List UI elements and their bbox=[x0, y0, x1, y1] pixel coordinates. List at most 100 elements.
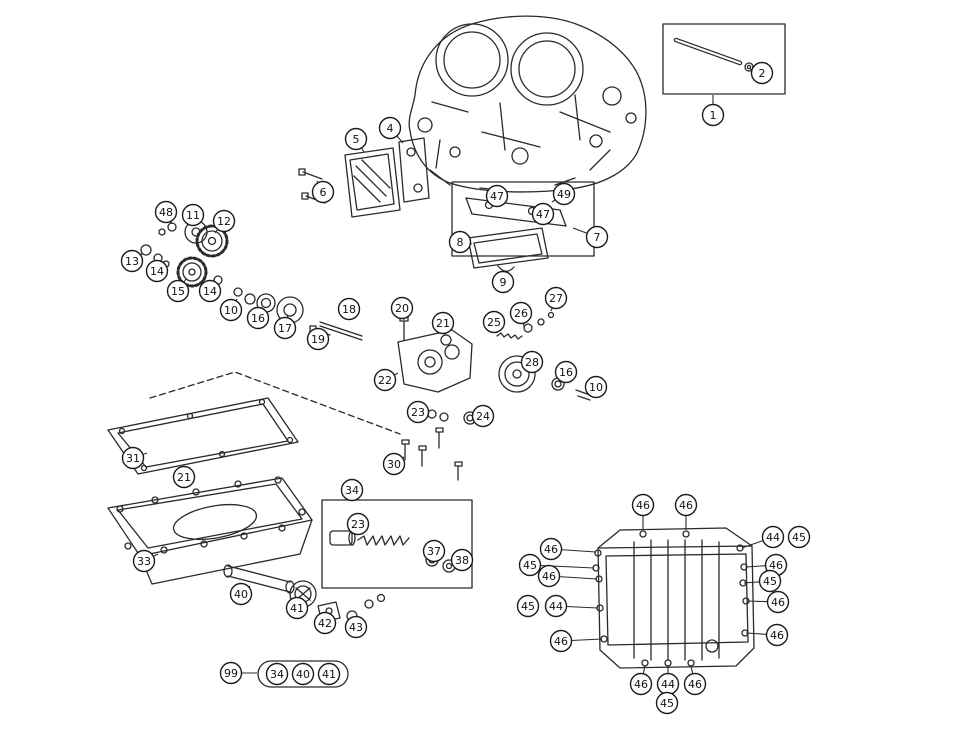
callout-46[interactable]: 46 bbox=[631, 493, 655, 531]
callout-label: 22 bbox=[378, 374, 392, 387]
callout-label: 45 bbox=[660, 697, 674, 710]
callout-27[interactable]: 27 bbox=[544, 286, 568, 312]
callout-46[interactable]: 46 bbox=[629, 665, 653, 696]
callout-99[interactable]: 99 bbox=[219, 661, 258, 685]
callout-1[interactable]: 1 bbox=[701, 95, 725, 127]
callout-10[interactable]: 10 bbox=[584, 375, 608, 399]
callout-label: 43 bbox=[349, 621, 363, 634]
callout-label: 46 bbox=[770, 629, 784, 642]
callout-40[interactable]: 40 bbox=[291, 662, 315, 686]
callout-48[interactable]: 48 bbox=[154, 200, 178, 225]
callout-label: 2 bbox=[759, 67, 766, 80]
callout-47[interactable]: 47 bbox=[485, 184, 509, 208]
callout-41[interactable]: 41 bbox=[285, 596, 309, 620]
callout-label: 46 bbox=[769, 559, 783, 572]
callout-45[interactable]: 45 bbox=[518, 553, 595, 577]
callout-45[interactable]: 45 bbox=[743, 569, 782, 593]
hanger-bracket-drawing bbox=[451, 181, 595, 272]
callout-13[interactable]: 13 bbox=[120, 249, 144, 273]
callout-14[interactable]: 14 bbox=[198, 279, 222, 303]
callout-label: 40 bbox=[296, 668, 310, 681]
callout-21[interactable]: 21 bbox=[172, 465, 196, 489]
callout-label: 21 bbox=[436, 317, 450, 330]
callout-20[interactable]: 20 bbox=[390, 296, 414, 321]
callout-8[interactable]: 8 bbox=[448, 230, 473, 254]
callout-label: 4 bbox=[387, 122, 394, 135]
callout-label: 8 bbox=[457, 236, 464, 249]
callout-label: 44 bbox=[549, 600, 563, 613]
callout-22[interactable]: 22 bbox=[373, 368, 399, 392]
callout-38[interactable]: 38 bbox=[450, 548, 474, 572]
callout-46[interactable]: 46 bbox=[683, 665, 707, 696]
callout-9[interactable]: 9 bbox=[491, 270, 515, 294]
callout-11[interactable]: 11 bbox=[181, 203, 205, 227]
callout-25[interactable]: 25 bbox=[482, 310, 506, 334]
callout-23[interactable]: 23 bbox=[406, 400, 430, 424]
gear-train-drawing bbox=[140, 220, 363, 341]
callout-14[interactable]: 14 bbox=[145, 259, 169, 283]
callout-44[interactable]: 44 bbox=[544, 594, 599, 618]
callout-31[interactable]: 31 bbox=[121, 446, 148, 470]
callout-46[interactable]: 46 bbox=[537, 564, 598, 588]
callout-label: 46 bbox=[634, 678, 648, 691]
callout-15[interactable]: 15 bbox=[166, 278, 190, 303]
callout-17[interactable]: 17 bbox=[273, 314, 297, 340]
callout-42[interactable]: 42 bbox=[313, 611, 337, 635]
callout-45[interactable]: 45 bbox=[516, 594, 540, 618]
callout-label: 14 bbox=[150, 265, 164, 278]
callout-49[interactable]: 49 bbox=[551, 182, 576, 206]
callout-34[interactable]: 34 bbox=[265, 662, 289, 686]
callout-46[interactable]: 46 bbox=[674, 493, 698, 531]
callout-30[interactable]: 30 bbox=[382, 452, 406, 476]
callout-46[interactable]: 46 bbox=[539, 537, 597, 561]
callout-label: 47 bbox=[536, 208, 550, 221]
callout-16[interactable]: 16 bbox=[554, 360, 578, 384]
callout-45[interactable]: 45 bbox=[655, 691, 679, 715]
callout-46[interactable]: 46 bbox=[745, 623, 789, 647]
rod-part-box-drawing bbox=[662, 23, 786, 95]
callout-24[interactable]: 24 bbox=[471, 404, 495, 428]
callout-28[interactable]: 28 bbox=[520, 350, 544, 374]
callout-label: 47 bbox=[490, 190, 504, 203]
callout-26[interactable]: 26 bbox=[509, 301, 533, 327]
callout-21[interactable]: 21 bbox=[431, 311, 455, 336]
callout-label: 34 bbox=[345, 484, 359, 497]
callout-label: 5 bbox=[353, 133, 360, 146]
callout-43[interactable]: 43 bbox=[344, 615, 368, 639]
callout-44[interactable]: 44 bbox=[656, 666, 680, 696]
callout-33[interactable]: 33 bbox=[132, 549, 159, 573]
callout-label: 45 bbox=[763, 575, 777, 588]
callout-45[interactable]: 45 bbox=[787, 525, 811, 549]
callout-46[interactable]: 46 bbox=[746, 590, 790, 614]
callout-19[interactable]: 19 bbox=[306, 327, 330, 351]
callout-label: 21 bbox=[177, 471, 191, 484]
callout-46[interactable]: 46 bbox=[745, 553, 788, 577]
callout-4[interactable]: 4 bbox=[378, 116, 404, 144]
callout-46[interactable]: 46 bbox=[549, 629, 603, 653]
callout-label: 45 bbox=[523, 559, 537, 572]
callout-18[interactable]: 18 bbox=[337, 297, 361, 321]
callout-41[interactable]: 41 bbox=[317, 662, 341, 686]
callout-label: 16 bbox=[251, 312, 265, 325]
callout-10[interactable]: 10 bbox=[219, 298, 243, 322]
callout-16[interactable]: 16 bbox=[246, 306, 270, 330]
callout-44[interactable]: 44 bbox=[741, 525, 785, 549]
callout-47[interactable]: 47 bbox=[531, 202, 555, 226]
callout-label: 46 bbox=[679, 499, 693, 512]
callout-label: 46 bbox=[771, 596, 785, 609]
callout-23[interactable]: 23 bbox=[346, 512, 370, 536]
callout-7[interactable]: 7 bbox=[572, 225, 609, 249]
callout-34[interactable]: 34 bbox=[340, 478, 364, 502]
callout-12[interactable]: 12 bbox=[212, 209, 236, 234]
callout-label: 46 bbox=[542, 570, 556, 583]
callout-6[interactable]: 6 bbox=[311, 180, 335, 204]
callout-37[interactable]: 37 bbox=[422, 539, 446, 563]
callout-5[interactable]: 5 bbox=[344, 127, 368, 153]
callout-label: 14 bbox=[203, 285, 217, 298]
callout-2[interactable]: 2 bbox=[749, 61, 774, 85]
callout-label: 40 bbox=[234, 588, 248, 601]
callout-40[interactable]: 40 bbox=[229, 582, 253, 606]
callout-label: 12 bbox=[217, 215, 231, 228]
